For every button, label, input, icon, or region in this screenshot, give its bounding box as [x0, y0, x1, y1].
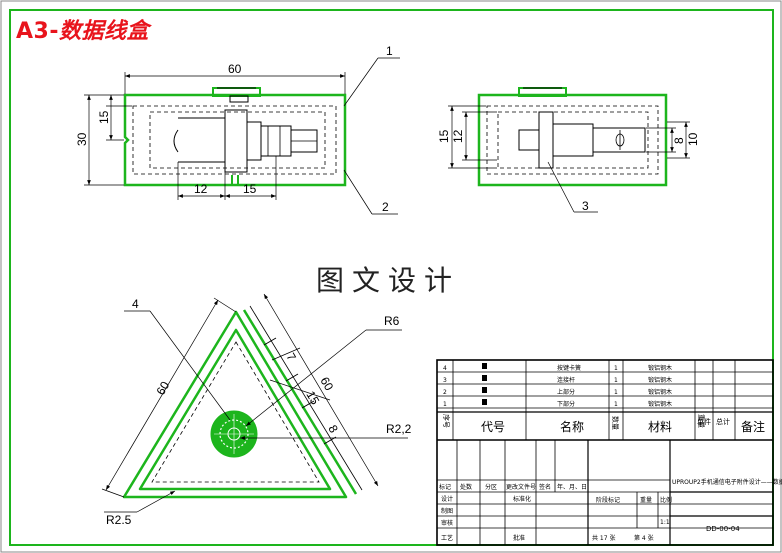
balloon-3: 3	[582, 199, 589, 213]
part-qty-1: 1	[614, 365, 618, 372]
side-view-labels: 15 12 10 8 3	[437, 129, 700, 213]
stage-label: 阶段标记	[596, 496, 620, 504]
role-process: 工艺	[441, 534, 453, 542]
part-name-4: 下部分	[557, 400, 575, 408]
part-name-3: 上部分	[557, 388, 575, 396]
role-drafting: 制图	[441, 507, 453, 515]
dim-tri-tick-1: 7	[283, 351, 299, 364]
part-material-1: 锻铝钢木	[648, 364, 672, 372]
dim-tri-left: 60	[153, 379, 172, 398]
weight-label: 重量	[640, 496, 652, 504]
front-view	[84, 57, 400, 215]
title-block-text: 4 按键卡簧 1 锻铝钢木 3 连接杆 1 锻铝钢木 2 上部分 1 锻铝钢木 …	[439, 364, 782, 542]
header-code: 代号	[481, 420, 505, 434]
dim-tri-tick-2: 15	[303, 389, 322, 408]
dim-front-inner-height: 15	[97, 110, 111, 124]
sheet-title-name: 数据线盒	[58, 18, 149, 44]
part-name-1: 按键卡簧	[557, 364, 581, 372]
front-view-labels: 60 30 15 12 15 1 2	[75, 44, 393, 214]
rev-label-1: 标记	[439, 483, 451, 491]
part-index-4: 1	[443, 401, 447, 408]
role-design: 设计	[441, 495, 453, 503]
balloon-2: 2	[382, 200, 389, 214]
part-material-2: 锻铝钢木	[648, 376, 672, 384]
part-qty-3: 1	[614, 389, 618, 396]
triangle-view	[101, 293, 408, 513]
header-seq: 序号	[442, 414, 451, 428]
radius-r2-5: R2.5	[106, 513, 132, 527]
header-qty: 数量	[611, 416, 620, 430]
sheet-number: 第 4 张	[634, 534, 654, 542]
project-title: UPROUP2手机通信电子附件设计——数据线盒	[672, 478, 782, 486]
balloon-4: 4	[132, 297, 139, 311]
part-qty-4: 1	[614, 401, 618, 408]
title-block	[436, 359, 774, 546]
parts-extra-total: 总计	[716, 417, 730, 426]
sheet-title-prefix: A3-	[16, 19, 59, 44]
header-name: 名称	[560, 419, 584, 434]
dim-tri-right: 60	[317, 375, 336, 394]
part-index-1: 4	[443, 365, 447, 372]
dim-front-height: 30	[75, 132, 89, 146]
part-index-2: 3	[443, 377, 447, 384]
sheets-total: 共 17 张	[592, 534, 615, 542]
dim-front-bottom-a: 12	[194, 182, 208, 196]
dim-side-right-outer: 10	[686, 132, 700, 146]
header-remark: 备注	[741, 419, 765, 434]
dim-front-bottom-b: 15	[243, 182, 257, 196]
rev-label-6: 年、月、日	[557, 483, 587, 491]
radius-r2-2: R2,2	[386, 422, 412, 436]
approve-label: 批准	[513, 534, 525, 542]
scale-value: 1:1	[660, 519, 670, 526]
rev-label-2: 处数	[460, 483, 472, 491]
header-weight: 重量	[697, 414, 705, 428]
part-name-2: 连接杆	[557, 376, 575, 384]
parts-extra-unit: 单件	[697, 417, 711, 426]
rev-label-3: 分区	[485, 483, 497, 491]
part-index-3: 2	[443, 389, 447, 396]
design-subtitle: 图文设计	[316, 264, 461, 297]
rev-label-4: 更改文件号	[506, 483, 536, 491]
part-material-4: 锻铝钢木	[648, 400, 672, 408]
part-qty-2: 1	[614, 377, 618, 384]
scale-label: 比例	[660, 496, 672, 504]
part-material-3: 锻铝钢木	[648, 388, 672, 396]
side-view	[448, 87, 690, 213]
std-label: 标准化	[513, 495, 531, 503]
dim-side-left-outer: 15	[437, 129, 451, 143]
role-review: 审核	[441, 519, 453, 527]
radius-r6: R6	[384, 314, 400, 328]
sheet-title: A3-数据线盒	[16, 13, 149, 45]
drawing-code: DD-00-04	[706, 525, 740, 533]
dim-side-left-inner: 12	[451, 129, 465, 143]
dim-side-right-inner: 8	[672, 137, 686, 144]
dim-front-width: 60	[228, 62, 242, 76]
header-material: 材料	[648, 420, 672, 434]
balloon-1: 1	[386, 44, 393, 58]
rev-label-5: 签名	[539, 483, 551, 491]
triangle-view-labels: 60 60 7 15 8 R6 R2,2 R2.5 4	[106, 297, 412, 527]
inner-frame	[9, 9, 774, 546]
